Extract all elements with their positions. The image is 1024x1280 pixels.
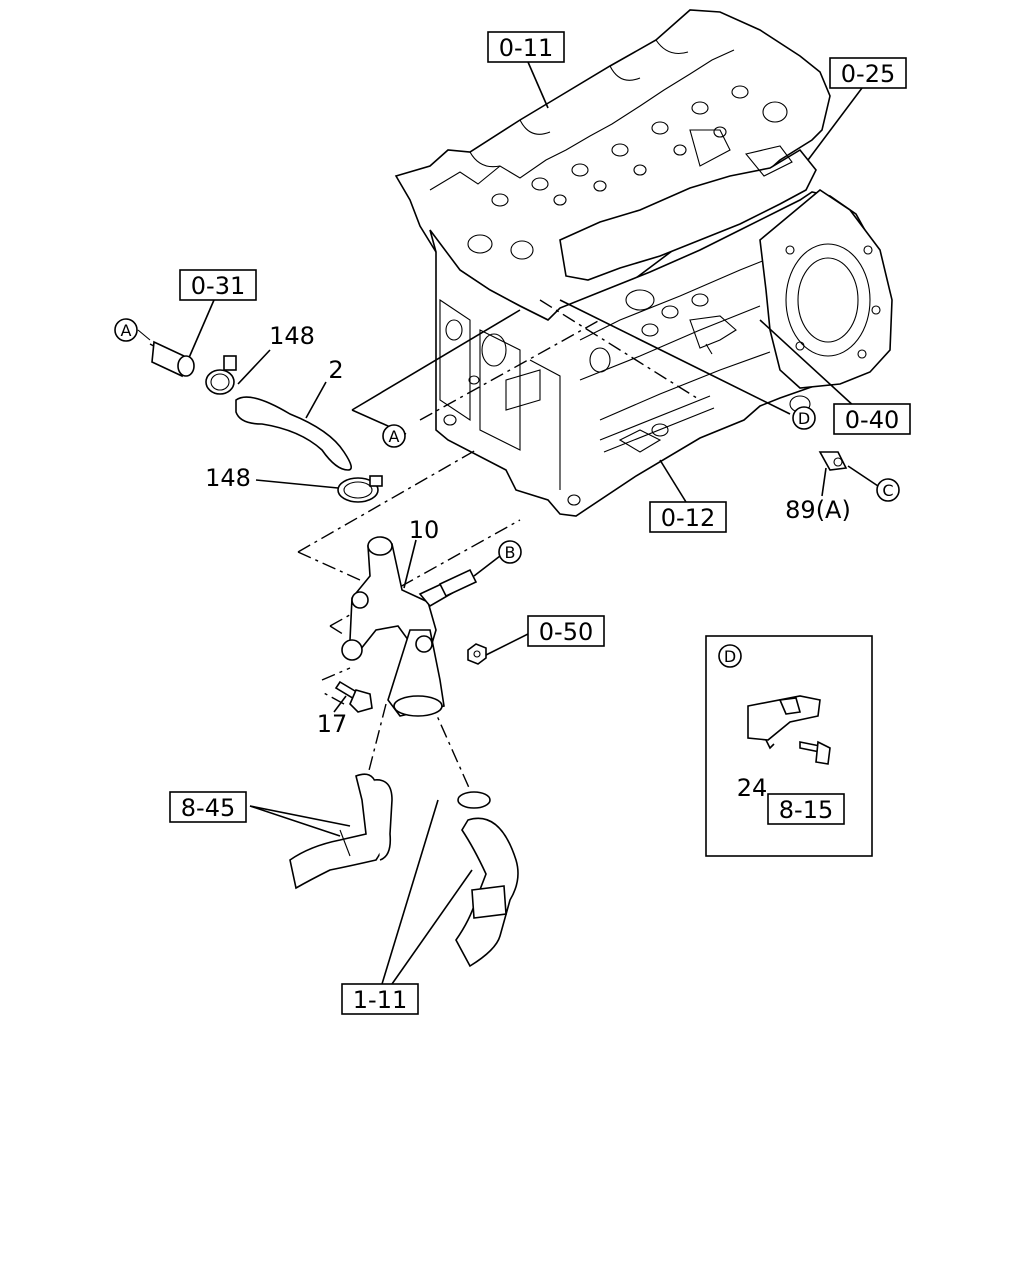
- hose-clamp-148-top: [205, 355, 237, 395]
- ref-box-8-15: 8-15: [767, 793, 845, 825]
- ref-label-0-11: 0-11: [499, 34, 553, 62]
- part-number-89a: 89(A): [785, 496, 851, 524]
- ref-label-8-45: 8-45: [181, 794, 235, 822]
- ref-label-0-50: 0-50: [539, 618, 593, 646]
- water-outlet-10: [341, 536, 476, 717]
- part-number-24: 24: [737, 774, 768, 802]
- nut-0-50: [467, 643, 487, 665]
- svg-text:A: A: [389, 427, 400, 446]
- engine-block-illustration: [394, 9, 893, 517]
- ref-label-1-11: 1-11: [353, 986, 407, 1014]
- bolt-17: [334, 680, 373, 713]
- part-number-148-middle: 148: [205, 464, 251, 492]
- part-number-17: 17: [317, 710, 348, 738]
- part-number-148-top: 148: [269, 322, 315, 350]
- ref-box-0-50: 0-50: [527, 615, 605, 647]
- marker-a-left: A: [114, 318, 138, 342]
- marker-d-detail: D: [718, 644, 742, 668]
- ref-label-0-31: 0-31: [191, 272, 245, 300]
- ref-label-0-40: 0-40: [845, 406, 899, 434]
- marker-d: D: [792, 406, 816, 430]
- hose-1-11: [455, 791, 519, 968]
- ref-box-0-31: 0-31: [179, 269, 257, 301]
- svg-text:B: B: [505, 543, 516, 562]
- ref-box-0-25: 0-25: [829, 57, 907, 89]
- ref-label-8-15: 8-15: [779, 796, 833, 824]
- svg-text:A: A: [121, 321, 132, 340]
- pipe-0-31: [151, 340, 195, 378]
- hoses-8-45: [289, 773, 393, 890]
- marker-a-block: A: [382, 424, 406, 448]
- hose-2: [235, 396, 352, 471]
- ref-label-0-25: 0-25: [841, 60, 895, 88]
- ref-box-0-12: 0-12: [649, 501, 727, 533]
- svg-text:D: D: [798, 409, 810, 428]
- marker-b: B: [498, 540, 522, 564]
- ref-box-1-11: 1-11: [341, 983, 419, 1015]
- svg-text:C: C: [882, 481, 893, 500]
- ref-box-8-45: 8-45: [169, 791, 247, 823]
- pipe-nipple: [438, 568, 478, 598]
- part-number-2: 2: [328, 356, 343, 384]
- leader-lines: [137, 61, 879, 985]
- part-number-10: 10: [409, 516, 440, 544]
- svg-text:D: D: [724, 647, 736, 666]
- ref-box-0-11: 0-11: [487, 31, 565, 63]
- ref-box-0-40: 0-40: [833, 403, 911, 435]
- marker-c: C: [876, 478, 900, 502]
- fitting-89a: [818, 451, 848, 471]
- hose-clamp-148-middle: [337, 475, 383, 503]
- ref-label-0-12: 0-12: [661, 504, 715, 532]
